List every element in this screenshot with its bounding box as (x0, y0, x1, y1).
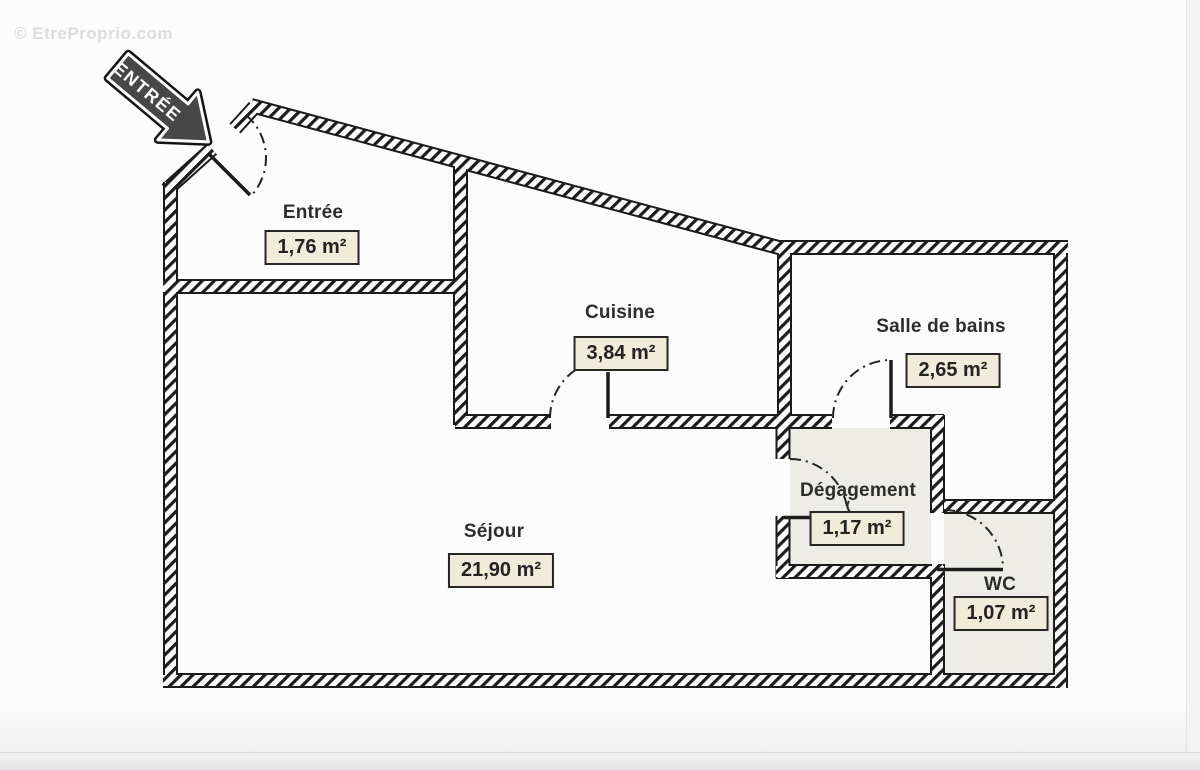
salle-de-bains-room-name: Salle de bains (876, 316, 1006, 337)
bathroom-door-arc (832, 359, 892, 419)
watermark: © EtreProprio.com (14, 24, 173, 43)
degagement-room-name: Dégagement (799, 480, 917, 501)
entrance-arrow: ENTRÉE (103, 49, 213, 146)
sejour-room-name: Séjour (463, 521, 525, 542)
entree-area-label: 1,76 m² (264, 230, 360, 265)
cuisine-area-label: 3,84 m² (573, 336, 669, 371)
entrance-arrow-body (106, 52, 210, 144)
cuisine-room-name: Cuisine (584, 302, 656, 323)
entree-room-name: Entrée (282, 202, 344, 223)
salle-de-bains-area-label: 2,65 m² (905, 353, 1001, 388)
page-right-margin (1186, 0, 1200, 753)
walls-layer (163, 106, 1068, 689)
wc-room-name: WC (983, 574, 1017, 595)
entry-door-arc (245, 114, 267, 197)
wc-floor (944, 513, 1054, 673)
degagement-area-label: 1,17 m² (809, 511, 905, 546)
wc-area-label: 1,07 m² (953, 596, 1049, 631)
page-bottom-fade (0, 700, 1200, 752)
entry-door-leaf (206, 151, 252, 197)
page-bottom-edge (0, 752, 1200, 770)
sejour-area-label: 21,90 m² (447, 553, 555, 588)
